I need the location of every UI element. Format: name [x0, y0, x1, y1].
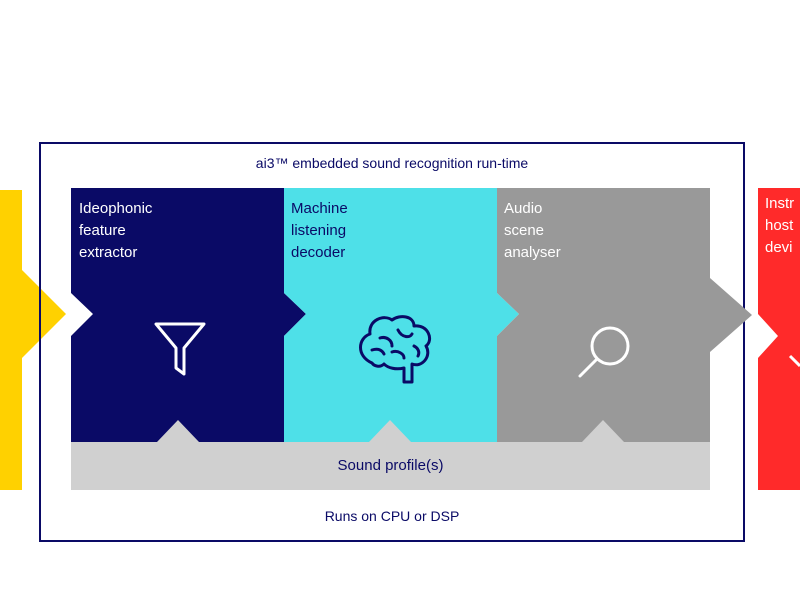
- output-block: [758, 188, 800, 490]
- output-checkmark-icon: [788, 354, 800, 368]
- sound-profile-label: Sound profile(s): [337, 457, 444, 474]
- stage-listening-decoder-label: Machine listening decoder: [291, 200, 348, 261]
- stage-feature-extractor-label: Ideophonic feature extractor: [79, 200, 153, 261]
- runtime-frame: [39, 142, 745, 542]
- stage-listening-decoder: [284, 188, 519, 442]
- stage-scene-analyser: [497, 188, 752, 442]
- brain-icon: [359, 315, 431, 384]
- diagram-title: ai3™ embedded sound recognition run-time: [255, 155, 529, 171]
- output-label: Instr host devi: [765, 195, 795, 256]
- stage-scene-analyser-label: Audio scene analyser: [504, 200, 561, 261]
- runtime-footer: Runs on CPU or DSP: [324, 508, 460, 524]
- magnifier-icon: [578, 326, 630, 378]
- funnel-icon: [154, 322, 206, 376]
- sound-profile-bar: [71, 420, 710, 490]
- stage-feature-extractor: [71, 188, 306, 442]
- input-block: [0, 190, 66, 490]
